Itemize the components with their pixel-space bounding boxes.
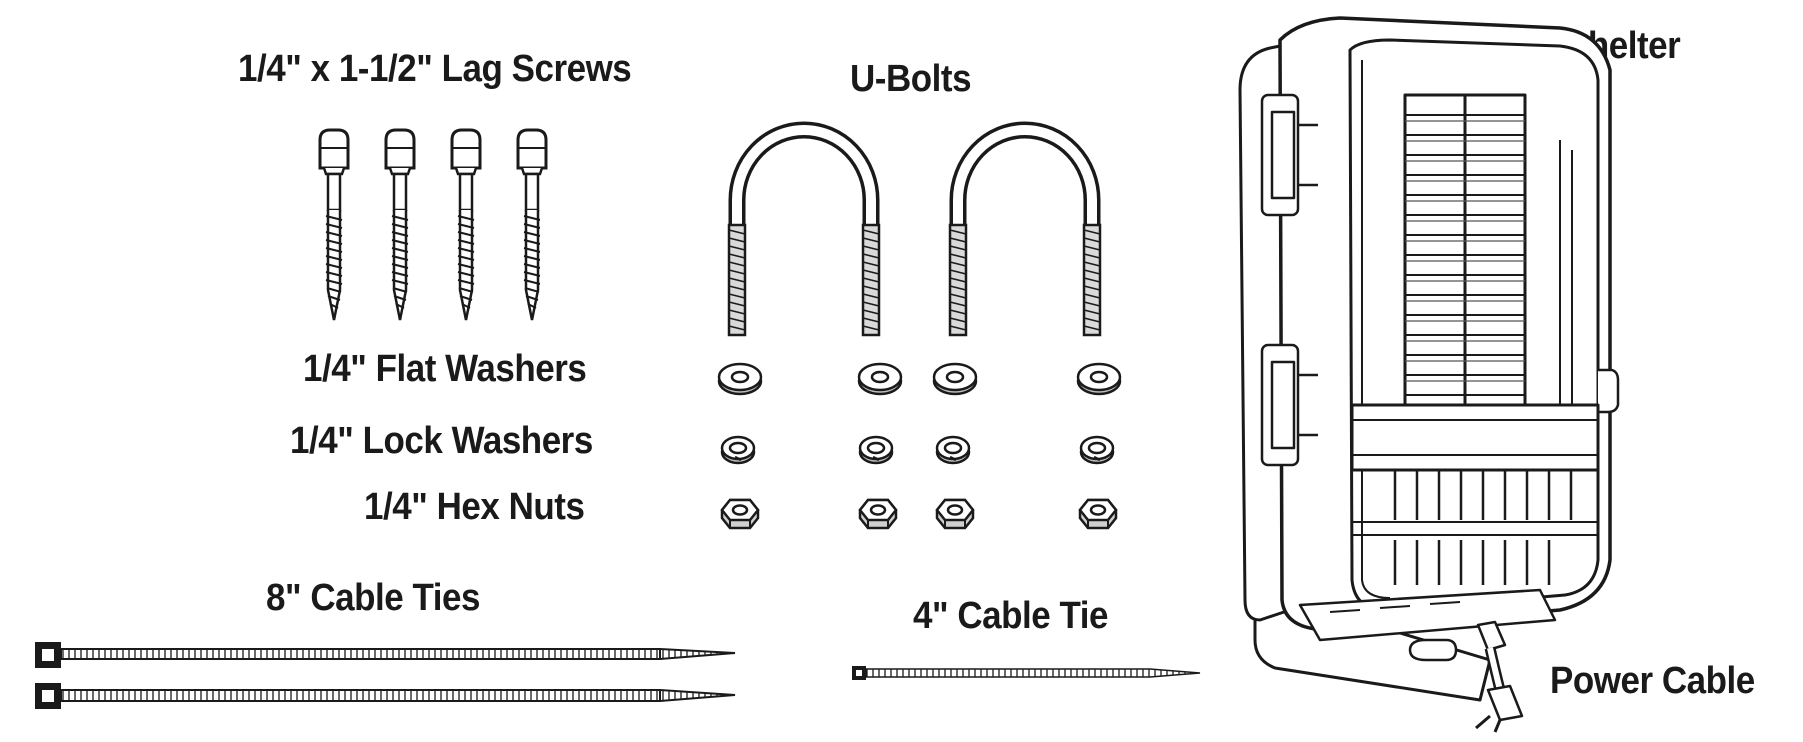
- lag-screw: [384, 128, 416, 322]
- hex-nut: [720, 498, 760, 530]
- label-hex-nuts: 1/4" Hex Nuts: [364, 486, 585, 528]
- cable-tie-8: [35, 683, 736, 709]
- cable-tie-4: [852, 666, 1201, 680]
- hex-nut: [1078, 498, 1118, 530]
- u-bolt: [729, 130, 879, 335]
- label-cable-ties-8: 8" Cable Ties: [266, 577, 481, 619]
- label-power-cable: Power Cable: [1550, 660, 1755, 702]
- u-bolt: [950, 130, 1100, 335]
- flat-washer: [857, 362, 903, 396]
- flat-washer: [932, 362, 978, 396]
- lock-washer: [858, 435, 894, 465]
- power-cable: [1475, 620, 1524, 733]
- lock-washer: [1079, 435, 1115, 465]
- flat-washer: [1076, 362, 1122, 396]
- hex-nut: [935, 498, 975, 530]
- label-flat-washers: 1/4" Flat Washers: [303, 348, 587, 390]
- shelter: [1238, 16, 1620, 702]
- cable-tie-8: [35, 642, 736, 668]
- lag-screw: [318, 128, 350, 322]
- lock-washer: [720, 435, 756, 465]
- flat-washer: [717, 362, 763, 396]
- label-u-bolts: U-Bolts: [850, 58, 972, 100]
- hex-nut: [858, 498, 898, 530]
- label-cable-tie-4: 4" Cable Tie: [913, 595, 1109, 637]
- lag-screw: [450, 128, 482, 322]
- lock-washer: [935, 435, 971, 465]
- label-lock-washers: 1/4" Lock Washers: [290, 420, 593, 462]
- lag-screw: [516, 128, 548, 322]
- label-lag-screws: 1/4" x 1-1/2" Lag Screws: [238, 48, 632, 90]
